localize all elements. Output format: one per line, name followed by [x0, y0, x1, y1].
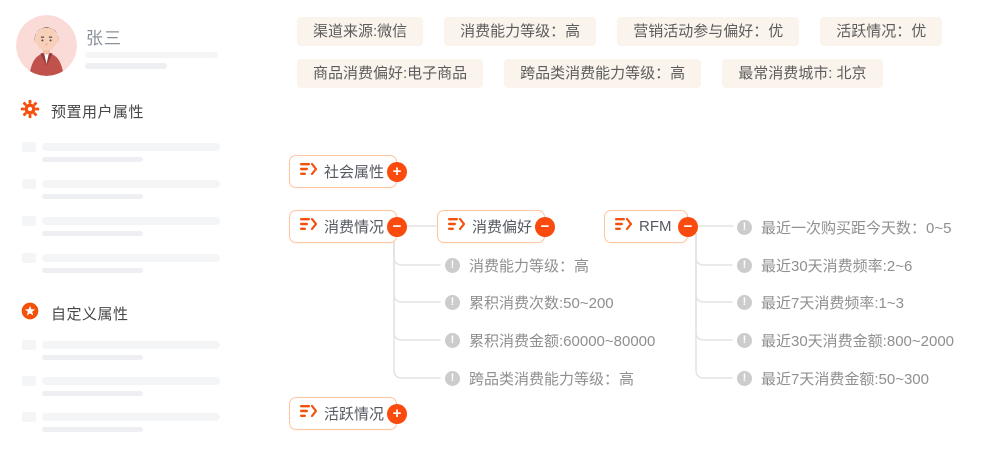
tag-channel-source: 渠道来源:微信: [297, 17, 424, 46]
collapse-toggle-button[interactable]: −: [535, 216, 556, 237]
tag-consumption-level: 消费能力等级：高: [444, 17, 597, 46]
list-arrow-icon: [448, 217, 466, 236]
tag-marketing-preference: 营销活动参与偏好：优: [617, 17, 800, 46]
leaf-attribute: ! 最近7天消费金额:50~300: [737, 367, 929, 389]
info-icon: !: [737, 219, 752, 235]
info-icon: !: [445, 257, 460, 273]
list-arrow-icon: [615, 217, 633, 236]
leaf-attribute: ! 最近一次购买距今天数：0~5: [737, 216, 951, 238]
info-icon: !: [737, 332, 752, 348]
tag-cross-category-level: 跨品类消费能力等级：高: [504, 59, 702, 88]
leaf-attribute: ! 跨品类消费能力等级：高: [445, 367, 634, 389]
skeleton-bar: [85, 63, 167, 69]
list-arrow-icon: [300, 162, 318, 181]
node-label: 活跃情况: [324, 406, 385, 423]
collapse-toggle-button[interactable]: −: [387, 216, 408, 237]
leaf-attribute: ! 累积消费次数:50~200: [445, 291, 614, 313]
node-consumption-status[interactable]: 消费情况 −: [289, 210, 408, 243]
expand-toggle-button[interactable]: +: [387, 403, 408, 424]
node-activity-status[interactable]: 活跃情况 +: [289, 397, 408, 430]
info-icon: !: [445, 294, 460, 310]
node-label: 消费情况: [324, 219, 385, 236]
leaf-attribute: ! 累积消费金额:60000~80000: [445, 329, 655, 351]
info-icon: !: [445, 332, 460, 348]
tag-activity-status: 活跃情况：优: [820, 17, 943, 46]
leaf-attribute: ! 最近30天消费频率:2~6: [737, 254, 912, 276]
info-icon: !: [737, 370, 752, 386]
leaf-attribute: ! 消费能力等级：高: [445, 254, 589, 276]
node-label: RFM: [639, 218, 672, 235]
node-consumption-preference[interactable]: 消费偏好 −: [437, 210, 556, 243]
tags-row-2: 商品消费偏好:电子商品 跨品类消费能力等级：高 最常消费城市: 北京: [297, 59, 883, 88]
user-name: 张三: [86, 29, 122, 48]
node-label: 社会属性: [324, 164, 385, 181]
node-label: 消费偏好: [472, 219, 533, 236]
node-rfm[interactable]: RFM −: [604, 210, 698, 243]
leaf-attribute: ! 最近30天消费金额:800~2000: [737, 329, 954, 351]
avatar: [16, 15, 77, 76]
preset-attributes-header: 预置用户属性: [20, 99, 144, 124]
expand-toggle-button[interactable]: +: [387, 161, 408, 182]
info-icon: !: [737, 294, 752, 310]
gear-icon: [20, 99, 40, 124]
star-icon: [20, 301, 40, 326]
info-icon: !: [445, 370, 460, 386]
info-icon: !: [737, 257, 752, 273]
tags-row-1: 渠道来源:微信 消费能力等级：高 营销活动参与偏好：优 活跃情况：优: [297, 17, 943, 46]
preset-attributes-label: 预置用户属性: [51, 104, 145, 121]
tag-frequent-city: 最常消费城市: 北京: [722, 59, 883, 88]
list-arrow-icon: [300, 404, 318, 423]
skeleton-bar: [85, 52, 218, 58]
node-social-attributes[interactable]: 社会属性 +: [289, 155, 408, 188]
leaf-attribute: ! 最近7天消费频率:1~3: [737, 291, 904, 313]
tag-product-preference: 商品消费偏好:电子商品: [297, 59, 484, 88]
collapse-toggle-button[interactable]: −: [678, 216, 698, 237]
list-arrow-icon: [300, 217, 318, 236]
custom-attributes-header: 自定义属性: [20, 301, 129, 326]
custom-attributes-label: 自定义属性: [51, 306, 129, 323]
